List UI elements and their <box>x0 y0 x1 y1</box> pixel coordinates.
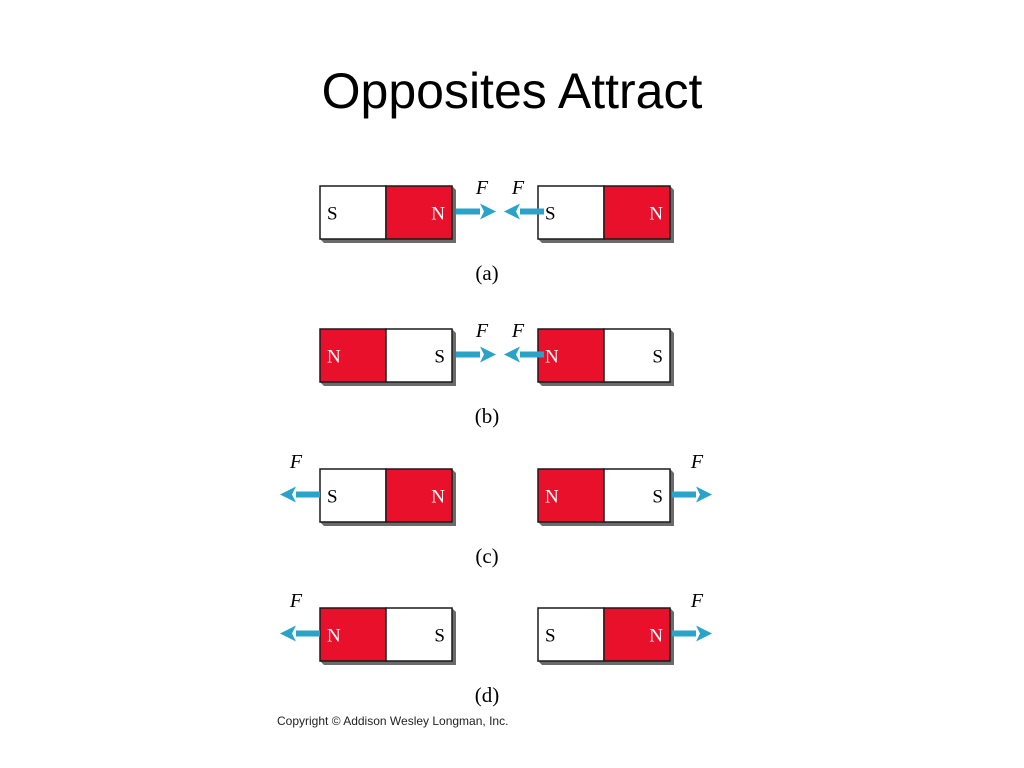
pole-label: S <box>327 204 338 225</box>
south-pole <box>603 468 671 523</box>
panel-caption: (c) <box>475 544 498 568</box>
force-arrow-icon <box>280 625 296 642</box>
force-arrow-icon <box>504 346 520 363</box>
force-label: F <box>690 451 704 473</box>
force-arrow-icon <box>696 625 712 642</box>
south-pole <box>537 185 605 240</box>
force-label: F <box>289 451 303 473</box>
north-pole <box>319 328 387 383</box>
slide-title: Opposites Attract <box>321 63 703 119</box>
north-pole <box>537 468 605 523</box>
pole-label: N <box>327 347 341 368</box>
panel-caption: (d) <box>475 683 500 707</box>
copyright-notice: Copyright © Addison Wesley Longman, Inc. <box>277 714 509 728</box>
north-pole <box>385 185 453 240</box>
force-arrow-icon <box>480 346 496 363</box>
pole-label: N <box>431 204 445 225</box>
south-pole <box>385 328 453 383</box>
north-pole <box>603 185 671 240</box>
north-pole <box>537 328 605 383</box>
pole-label: S <box>434 626 445 647</box>
south-pole <box>603 328 671 383</box>
pole-label: N <box>649 626 663 647</box>
pole-label: S <box>545 204 556 225</box>
north-pole <box>385 468 453 523</box>
panel-caption: (b) <box>475 404 500 428</box>
force-label: F <box>511 177 525 199</box>
force-label: F <box>475 177 489 199</box>
south-pole <box>319 185 387 240</box>
pole-label: N <box>649 204 663 225</box>
south-pole <box>537 607 605 662</box>
force-label: F <box>475 320 489 342</box>
pole-label: N <box>327 626 341 647</box>
panel-caption: (a) <box>475 261 498 285</box>
force-arrow-icon <box>280 486 296 503</box>
force-label: F <box>690 590 704 612</box>
pole-label: S <box>545 626 556 647</box>
pole-label: S <box>327 487 338 508</box>
pole-label: S <box>652 487 663 508</box>
force-arrow-icon <box>504 203 520 220</box>
pole-label: S <box>652 347 663 368</box>
force-arrow-icon <box>480 203 496 220</box>
pole-label: N <box>545 347 559 368</box>
pole-label: S <box>434 347 445 368</box>
south-pole <box>385 607 453 662</box>
pole-label: N <box>431 487 445 508</box>
pole-label: N <box>545 487 559 508</box>
force-label: F <box>511 320 525 342</box>
force-label: F <box>289 590 303 612</box>
force-arrow-icon <box>696 486 712 503</box>
north-pole <box>603 607 671 662</box>
